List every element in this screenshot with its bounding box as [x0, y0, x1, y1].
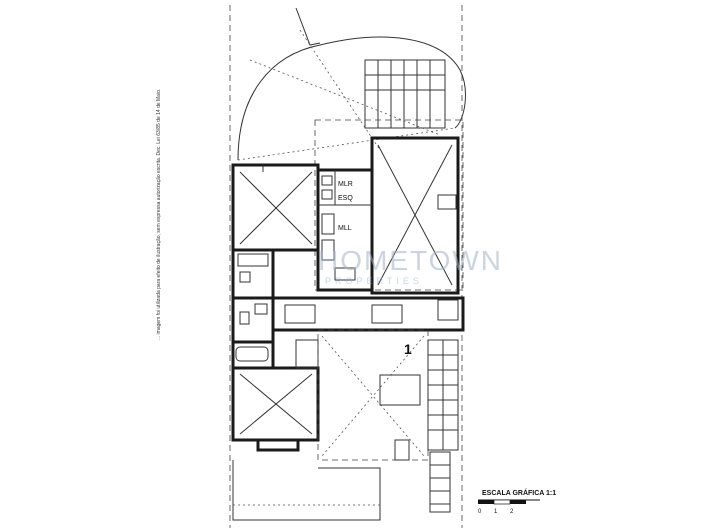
- service-core: MLR ESQ MLL: [316, 168, 374, 292]
- upper-floor-outline: [314, 119, 464, 291]
- garden-wall: [232, 460, 381, 521]
- scale-bar: ESCALA GRÁFICA 1:1 0 1 2: [478, 488, 556, 515]
- pergola: [364, 59, 446, 129]
- property-boundary: [229, 5, 463, 528]
- room-label-mll: MLL: [338, 225, 352, 232]
- room-label-mlr: MLR: [338, 181, 353, 188]
- scale-title: ESCALA GRÁFICA 1:1: [482, 488, 556, 497]
- room-label-esq: ESQ: [338, 195, 353, 202]
- bedroom-top-left: [231, 163, 320, 252]
- marker-label: 1: [404, 341, 412, 357]
- watermark-brand: HOMETOWN: [318, 245, 503, 276]
- bathrooms-left: [231, 248, 275, 370]
- lower-terrace: 1: [317, 329, 429, 461]
- side-note: ... imagem foi utilizada para efeito de …: [156, 89, 162, 340]
- stair: [427, 339, 459, 513]
- corridor: [271, 296, 465, 332]
- watermark-sub: PROPERTIES: [325, 276, 423, 286]
- scale-tick-0: 0: [478, 509, 482, 515]
- scale-tick-1: 1: [494, 509, 498, 515]
- terrace-outline: [237, 7, 466, 161]
- scale-tick-2: 2: [510, 509, 514, 515]
- bedroom-bottom-left: [231, 339, 320, 452]
